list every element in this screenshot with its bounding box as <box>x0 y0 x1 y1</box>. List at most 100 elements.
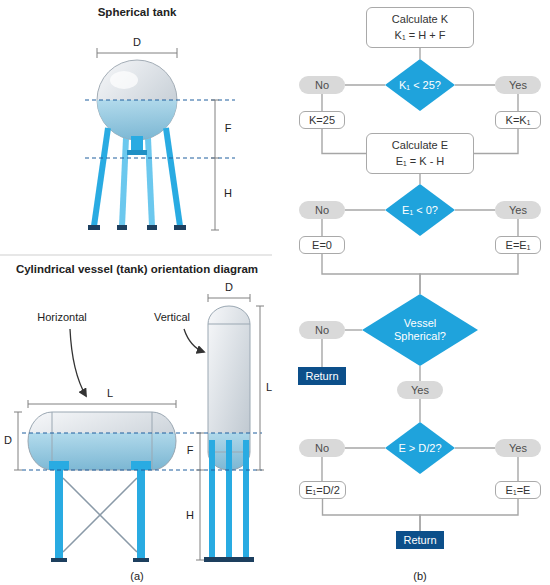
node-text: E₁=E <box>506 484 531 497</box>
process-box: K=25 <box>299 111 345 129</box>
flow-connector <box>455 447 495 448</box>
diamond-shape <box>385 184 455 236</box>
flow-connector <box>321 94 322 111</box>
panel-letter: (b) <box>413 570 426 583</box>
node-text: E₁ < 0? <box>402 204 438 217</box>
flow-connector <box>517 219 518 236</box>
diamond-shape <box>385 422 455 474</box>
branch-tag: No <box>299 321 345 339</box>
node-formula: K₁ = H + F <box>395 29 446 42</box>
support-leg <box>226 440 232 558</box>
node-text: K=25 <box>309 114 335 127</box>
node-text: Return <box>403 534 436 547</box>
flow-connector <box>419 174 420 184</box>
dimension-line <box>215 100 216 158</box>
node-text: No <box>315 204 329 217</box>
flow-connector <box>321 339 322 367</box>
branch-tag: Yes <box>495 76 541 94</box>
sphere-highlight <box>110 71 138 89</box>
tank-seam <box>208 324 250 325</box>
branch-tag: Yes <box>495 201 541 219</box>
dimension-label: H <box>186 509 194 522</box>
process-box: E=0 <box>299 236 345 254</box>
support-leg <box>209 440 215 558</box>
branch-tag: No <box>299 439 345 457</box>
process-box: E=E₁ <box>495 236 541 254</box>
dimension-label: F <box>187 444 194 457</box>
dimension-tick <box>196 470 204 471</box>
panel-divider <box>0 255 272 256</box>
dimension-tick <box>250 294 251 302</box>
leg-foot <box>117 225 127 230</box>
flow-connector <box>419 399 420 422</box>
level-dashed-line <box>22 470 262 471</box>
node-text: Calculate E <box>392 139 448 152</box>
leg-foot <box>88 225 100 230</box>
node-text: E=E₁ <box>506 239 531 252</box>
branch-tag: No <box>299 76 345 94</box>
dimension-label: D <box>133 36 141 49</box>
dimension-line <box>208 298 250 299</box>
support-leg <box>55 470 63 558</box>
dimension-tick <box>14 470 22 471</box>
panel-title: Spherical tank <box>98 6 177 20</box>
process-box: E₁=E <box>495 481 541 499</box>
flow-connector <box>420 499 518 531</box>
branch-tag: Yes <box>495 439 541 457</box>
terminal-box: Return <box>298 367 346 385</box>
outlet-flange <box>127 150 147 155</box>
dimension-line <box>200 470 201 560</box>
front-leg <box>94 128 108 226</box>
dimension-line <box>260 306 261 470</box>
node-text: Yes <box>509 79 527 92</box>
dimension-line <box>97 53 177 54</box>
node-text: No <box>315 442 329 455</box>
dimension-lines <box>14 294 264 560</box>
level-dashed-line <box>22 433 262 434</box>
decision-diamond: E₁ < 0? <box>385 184 455 236</box>
dimension-tick <box>256 470 264 471</box>
node-text: K₁ < 25? <box>399 79 441 92</box>
tank-seam <box>152 412 153 470</box>
process-box: Calculate KK₁ = H + F <box>366 7 474 48</box>
node-text: K=K₁ <box>506 114 531 127</box>
process-box: E₁=D/2 <box>299 481 346 499</box>
node-text: Yes <box>509 442 527 455</box>
flow-connector <box>345 209 385 210</box>
dimension-tick <box>211 100 219 101</box>
flow-connector <box>345 447 385 448</box>
panel-letter: (a) <box>130 570 143 583</box>
flow-connector <box>455 209 495 210</box>
flow-connector <box>345 84 385 85</box>
dimension-tick <box>208 294 209 302</box>
horizontal-tank-outline <box>28 412 176 470</box>
process-box: Calculate EE₁ = K - H <box>366 133 474 174</box>
saddle <box>131 461 151 470</box>
back-leg <box>122 138 126 226</box>
horizontal-tank-liquid <box>28 433 176 470</box>
flow-connector <box>419 48 420 59</box>
flow-connector <box>517 94 518 111</box>
front-leg <box>166 128 180 226</box>
dimension-tick <box>176 400 177 408</box>
diamond-shape <box>385 59 455 111</box>
flow-connector <box>420 254 518 294</box>
dimension-line <box>215 158 216 230</box>
saddle <box>49 461 69 470</box>
node-text: Vessel Spherical? <box>389 317 451 343</box>
node-text: E > D/2? <box>398 442 441 455</box>
flow-connector <box>474 129 518 154</box>
flow-connector <box>321 457 322 481</box>
decision-diamond: E > D/2? <box>385 422 455 474</box>
base-bar <box>204 557 254 562</box>
node-text: No <box>315 79 329 92</box>
connector-group <box>322 48 518 531</box>
flow-connector <box>345 329 362 330</box>
dimension-line <box>18 412 19 470</box>
dimension-tick <box>211 230 219 231</box>
node-text: E₁=D/2 <box>305 484 340 497</box>
terminal-box: Return <box>396 531 444 549</box>
level-dashed-line <box>85 158 235 159</box>
